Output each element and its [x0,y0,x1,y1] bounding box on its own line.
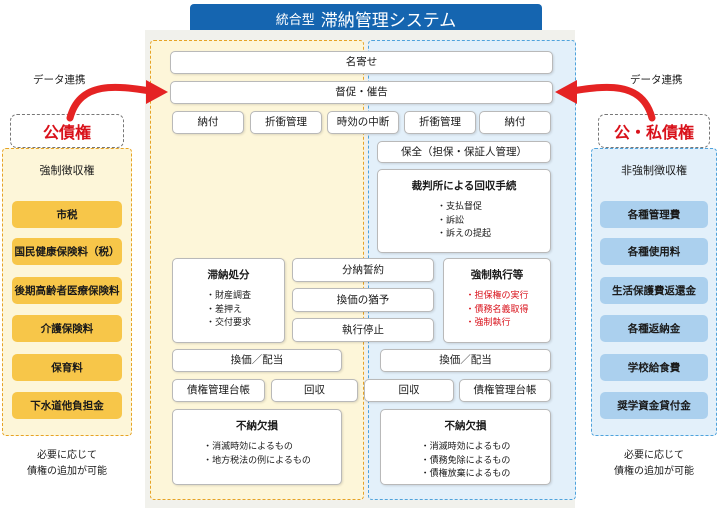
system-title-bar: 統合型 滞納管理システム [190,4,542,32]
private-claims-note: 必要に応じて 債権の追加が可能 [594,448,714,479]
payment-label: 納付 [504,116,526,129]
liquidation-deferral-box: 換価の猶予 [292,288,434,312]
note-line: 必要に応じて [624,450,684,461]
private-claim-item: 学校給食費 [600,354,708,381]
compulsory-execution-box: 強制執行等 担保権の実行 債務名義取得 強制執行 [443,258,551,343]
private-claim-item: 各種管理費 [600,201,708,228]
disposition-item: 財産調査 [206,290,251,304]
liquidation-label: 換価／配当 [230,354,284,367]
court-item: 訴訟 [437,215,491,229]
ledger-box-right: 債権管理台帳 [459,379,551,402]
ledger-label: 債権管理台帳 [187,384,250,397]
public-claims-title: 公債権 [42,123,91,142]
prescription-interrupt-label: 時効の中断 [336,116,390,129]
negotiation-box-right: 折衝管理 [404,111,476,134]
private-claim-item: 各種使用料 [600,238,708,265]
deferral-label: 換価の猶予 [336,293,390,306]
writeoff-item: 債務免除によるもの [421,455,511,469]
prescription-interrupt-box: 時効の中断 [327,111,399,134]
arrow-right-curve [568,83,656,122]
collection-box-right: 回収 [364,379,454,402]
private-claim-item: 各種返納金 [600,315,708,342]
public-claims-note: 必要に応じて 債権の追加が可能 [6,448,128,479]
public-claim-item: 下水道他負担金 [12,392,122,419]
negotiation-box-left: 折衝管理 [250,111,322,134]
public-claim-item: 国民健康保険料（税） [12,238,122,265]
public-claim-item: 保育料 [12,354,122,381]
dunning-label: 督促・催告 [335,86,388,99]
private-claims-title: 公・私債権 [613,123,694,142]
court-item: 支払督促 [437,201,491,215]
dunning-box: 督促・催告 [170,81,553,104]
ledger-box-left: 債権管理台帳 [172,379,265,402]
note-line: 必要に応じて [37,450,97,461]
disposition-title: 滞納処分 [207,269,250,281]
installment-label: 分納誓約 [342,263,384,276]
negotiation-label: 折衝管理 [419,116,461,129]
installment-pledge-box: 分納誓約 [292,258,434,282]
writeoff-item: 地方税法の例によるもの [203,455,311,469]
court-item: 訴えの提起 [437,228,491,242]
collection-label: 回収 [398,384,420,397]
enforcement-item: 債務名義取得 [465,304,529,318]
writeoff-item: 債権放棄によるもの [421,468,511,482]
data-link-label-left: データ連携 [33,74,86,86]
enforcement-item: 強制執行 [465,317,528,331]
writeoff-title: 不納欠損 [236,420,278,432]
enforcement-item: 担保権の実行 [465,290,529,304]
private-claims-subtitle: 非強制徴収権 [621,164,687,177]
note-line: 債権の追加が可能 [614,465,694,477]
liquidation-box-left: 換価／配当 [172,349,342,372]
writeoff-box-left: 不納欠損 消滅時効によるもの 地方税法の例によるもの [172,409,342,485]
negotiation-label: 折衝管理 [265,116,307,129]
name-matching-label: 名寄せ [345,56,378,69]
suspension-label: 執行停止 [342,323,384,336]
arrow-right-head [555,80,577,104]
disposition-item: 差押え [206,304,251,318]
collection-box-left: 回収 [271,379,358,402]
writeoff-title: 不納欠損 [444,420,487,432]
payment-label: 納付 [197,116,219,129]
liquidation-box-right: 換価／配当 [380,349,551,372]
arrow-left-head [146,80,168,104]
private-claim-item: 生活保護費返還金 [600,277,708,304]
guarantee-label: 保全（担保・保証人管理） [401,145,527,158]
public-claim-item: 介護保険料 [12,315,122,342]
writeoff-box-right: 不納欠損 消滅時効によるもの 債務免除によるもの 債権放棄によるもの [380,409,551,485]
public-claims-subtitle: 強制徴収権 [39,164,95,177]
execution-suspension-box: 執行停止 [292,318,434,342]
private-claim-item: 奨学資金貸付金 [600,392,708,419]
arrow-left-curve [66,83,154,122]
public-claim-item: 市税 [12,201,122,228]
ledger-label: 債権管理台帳 [473,384,537,397]
public-claim-item: 後期高齢者医療保険料 [12,277,122,304]
delinquency-disposition-box: 滞納処分 財産調査 差押え 交付要求 [172,258,285,343]
writeoff-item: 消滅時効によるもの [421,441,511,455]
note-line: 債権の追加が可能 [27,465,107,477]
system-title-prefix: 統合型 [275,12,315,28]
guarantee-box: 保全（担保・保証人管理） [377,141,551,163]
court-procedure-box: 裁判所による回収手続 支払督促 訴訟 訴えの提起 [377,169,551,253]
name-matching-box: 名寄せ [170,51,553,74]
liquidation-label: 換価／配当 [439,354,492,367]
collection-label: 回収 [304,384,325,397]
payment-box-left: 納付 [172,111,244,134]
payment-box-right: 納付 [479,111,551,134]
disposition-item: 交付要求 [206,317,251,331]
data-link-label-right: データ連携 [630,74,683,86]
writeoff-item: 消滅時効によるもの [203,441,311,455]
enforcement-title: 強制執行等 [470,269,524,281]
court-procedure-title: 裁判所による回収手続 [411,180,517,192]
system-title: 滞納管理システム [320,10,457,31]
